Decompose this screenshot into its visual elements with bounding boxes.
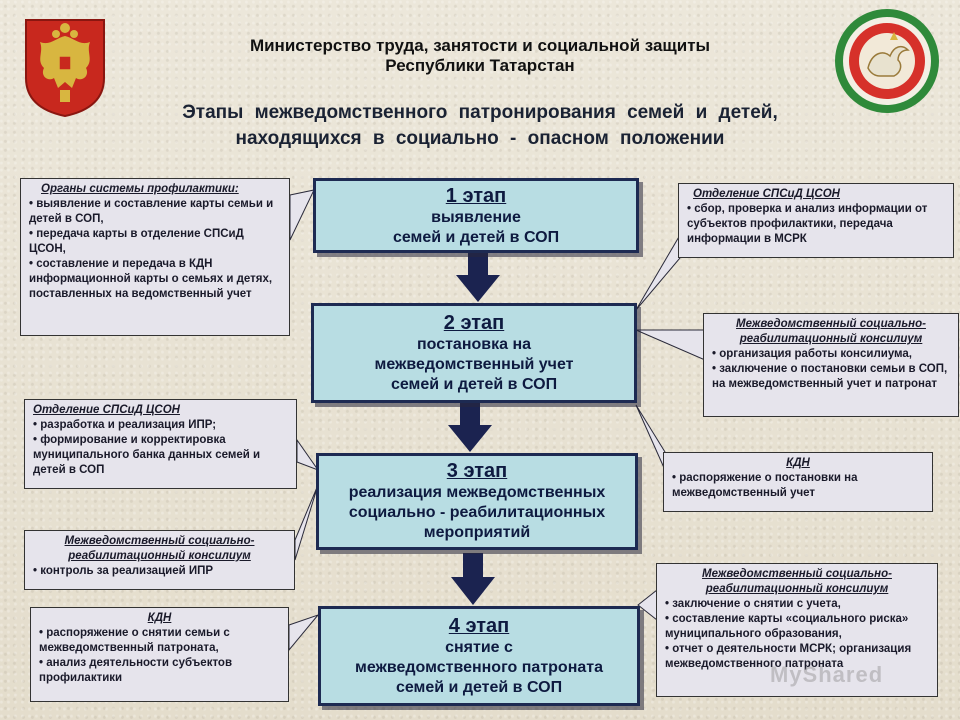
- arrow-stage3-4: [451, 553, 495, 605]
- note-council-stage4: Межведомственный социально-реабилитацион…: [656, 563, 938, 697]
- pointer-spsid-collect: [635, 233, 681, 311]
- stage-3-text: реализация межведомственных социально - …: [348, 484, 606, 541]
- stage-3-box: 3 этап реализация межведомственных социа…: [316, 453, 638, 550]
- note-heading: Межведомственный социально-реабилитацион…: [702, 568, 892, 595]
- list-item: распоряжение о постановки на межведомств…: [672, 471, 924, 501]
- note-spsid-collect: Отделение СПСиД ЦСОН сбор, проверка и ан…: [678, 183, 954, 258]
- arrow-stage1-2: [456, 253, 500, 302]
- ministry-name: Министерство труда, занятости и социальн…: [140, 36, 820, 76]
- list-item: анализ деятельности субъектов профилакти…: [39, 656, 280, 686]
- list-item: формирование и корректировка муниципальн…: [33, 433, 288, 478]
- note-heading: Отделение СПСиД ЦСОН: [33, 404, 180, 416]
- note-list: распоряжение о снятии семьи с межведомст…: [39, 626, 280, 686]
- arrow-stage2-3: [448, 403, 492, 452]
- stage-4-box: 4 этап снятие с межведомственного патрон…: [318, 606, 640, 706]
- note-council-stage3: Межведомственный социально-реабилитацион…: [24, 530, 295, 590]
- stage-1-number: 1 этап: [445, 185, 507, 207]
- list-item: организация работы консилиума,: [712, 347, 950, 362]
- note-heading: Межведомственный социально-реабилитацион…: [64, 535, 255, 562]
- list-item: выявление и составление карты семьи и де…: [29, 197, 281, 227]
- pointer-kdn4: [288, 613, 320, 652]
- stage-3-number: 3 этап: [446, 460, 508, 482]
- note-heading: Межведомственный социально-реабилитацион…: [736, 318, 926, 345]
- note-kdn-stage4: КДН распоряжение о снятии семьи с межвед…: [30, 607, 289, 702]
- note-heading: КДН: [786, 457, 810, 469]
- list-item: заключение о снятии с учета,: [665, 597, 929, 612]
- note-list: заключение о снятии с учета, составление…: [665, 597, 929, 672]
- watermark-text: MyShared: [770, 662, 884, 687]
- tatarstan-coat-of-arms-icon: [835, 9, 939, 113]
- russia-coat-of-arms-icon: [25, 19, 105, 118]
- list-item: составление карты «социального риска» му…: [665, 612, 929, 642]
- note-list: организация работы консилиума, заключени…: [712, 347, 950, 392]
- list-item: сбор, проверка и анализ информации от су…: [687, 202, 945, 247]
- ministry-line-1: Министерство труда, занятости и социальн…: [249, 36, 711, 55]
- page-title: Этапы межведомственного патронирования с…: [110, 100, 850, 152]
- note-list: разработка и реализация ИПР; формировани…: [33, 418, 288, 478]
- stage-2-text: постановка на межведомственный учет семе…: [374, 336, 574, 393]
- stage-1-text: выявление семей и детей в СОП: [392, 209, 560, 246]
- list-item: составление и передача в КДН информацион…: [29, 257, 281, 302]
- stage-1-box: 1 этап выявление семей и детей в СОП: [313, 178, 639, 253]
- pointer-council4: [637, 588, 658, 622]
- note-heading: Органы системы профилактики:: [41, 183, 239, 195]
- list-item: распоряжение о снятии семьи с межведомст…: [39, 626, 280, 656]
- note-list: выявление и составление карты семьи и де…: [29, 197, 281, 302]
- note-list: контроль за реализацией ИПР: [33, 564, 286, 579]
- note-list: сбор, проверка и анализ информации от су…: [687, 202, 945, 247]
- stage-2-number: 2 этап: [443, 312, 505, 334]
- pointer-council2: [635, 329, 706, 361]
- pointer-prevention: [289, 189, 315, 241]
- note-kdn-stage2: КДН распоряжение о постановки на межведо…: [663, 452, 933, 512]
- pointer-council3: [294, 484, 319, 561]
- note-list: распоряжение о постановки на межведомств…: [672, 471, 924, 501]
- note-heading: КДН: [147, 612, 172, 624]
- stage-4-number: 4 этап: [448, 615, 510, 637]
- list-item: разработка и реализация ИПР;: [33, 418, 288, 433]
- list-item: передача карты в отделение СПСиД ЦСОН,: [29, 227, 281, 257]
- note-heading: Отделение СПСиД ЦСОН: [693, 188, 840, 200]
- title-line-1: Этапы межведомственного патронирования с…: [182, 102, 778, 123]
- pointer-spsid-ipr: [296, 438, 320, 472]
- note-prevention-bodies: Органы системы профилактики: выявление и…: [20, 178, 290, 336]
- list-item: контроль за реализацией ИПР: [33, 564, 286, 579]
- list-item: отчет о деятельности МСРК; организация м…: [665, 642, 929, 672]
- note-council-stage2: Межведомственный социально-реабилитацион…: [703, 313, 959, 417]
- title-line-2: находящихся в социально - опасном положе…: [235, 128, 725, 149]
- ministry-line-2: Республики Татарстан: [385, 56, 575, 75]
- pointer-kdn2: [635, 404, 666, 471]
- list-item: заключение о постановки семьи в СОП, на …: [712, 362, 950, 392]
- stage-2-box: 2 этап постановка на межведомственный уч…: [311, 303, 637, 403]
- stage-4-text: снятие с межведомственного патроната сем…: [354, 639, 603, 696]
- note-spsid-ipr: Отделение СПСиД ЦСОН разработка и реализ…: [24, 399, 297, 489]
